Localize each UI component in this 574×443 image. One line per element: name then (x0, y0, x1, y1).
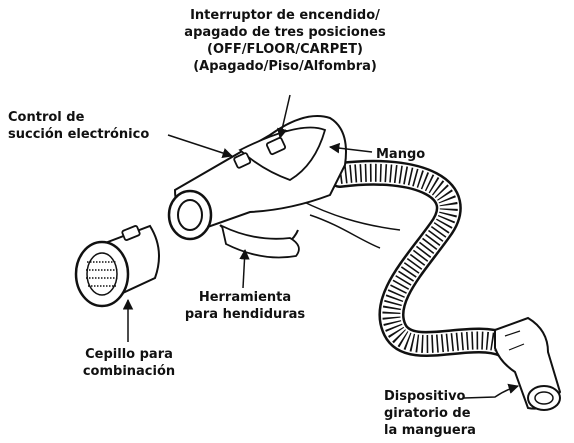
swivel-arrow (463, 383, 520, 399)
label-hose-swivel: Dispositivo giratorio de la manguera (384, 388, 476, 439)
hose-swivel (494, 316, 562, 411)
label-brush-line1: Cepillo para (85, 347, 173, 362)
suction-arrow (167, 134, 233, 159)
power-switch (265, 136, 287, 156)
hose (299, 159, 518, 358)
label-power-switch: Interruptor de encendido/ apagado de tre… (170, 7, 400, 75)
label-suction-control: Control de succión electrónico (8, 109, 149, 143)
label-swivel-line3: la manguera (384, 423, 476, 438)
label-crevice-line2: para hendiduras (184, 307, 306, 322)
label-handle-line1: Mango (376, 147, 426, 162)
label-crevice-tool: Herramienta para hendiduras (180, 289, 310, 323)
label-power-switch-line3: (OFF/FLOOR/CARPET) (207, 42, 363, 57)
switch-arrow (277, 94, 291, 140)
leader-arrows (122, 94, 520, 399)
label-power-switch-line4: (Apagado/Piso/Alfombra) (193, 59, 377, 74)
label-suction-line1: Control de (8, 110, 85, 125)
label-brush-line2: combinación (82, 364, 176, 379)
label-power-switch-line2: apagado de tres posiciones (184, 25, 386, 40)
label-crevice-line1: Herramienta (198, 290, 292, 305)
crevice-arrow (239, 248, 250, 289)
combination-brush (74, 224, 160, 308)
vacuum-handle (167, 115, 347, 252)
label-handle: Mango (376, 146, 425, 163)
label-swivel-line2: giratorio de (384, 406, 471, 421)
label-swivel-line1: Dispositivo (384, 389, 466, 404)
label-power-switch-line1: Interruptor de encendido/ (190, 8, 380, 23)
handle-arrow (328, 142, 373, 154)
label-combination-brush: Cepillo para combinación (70, 346, 188, 380)
label-suction-line2: succión electrónico (8, 127, 150, 142)
suction-control (233, 152, 252, 169)
